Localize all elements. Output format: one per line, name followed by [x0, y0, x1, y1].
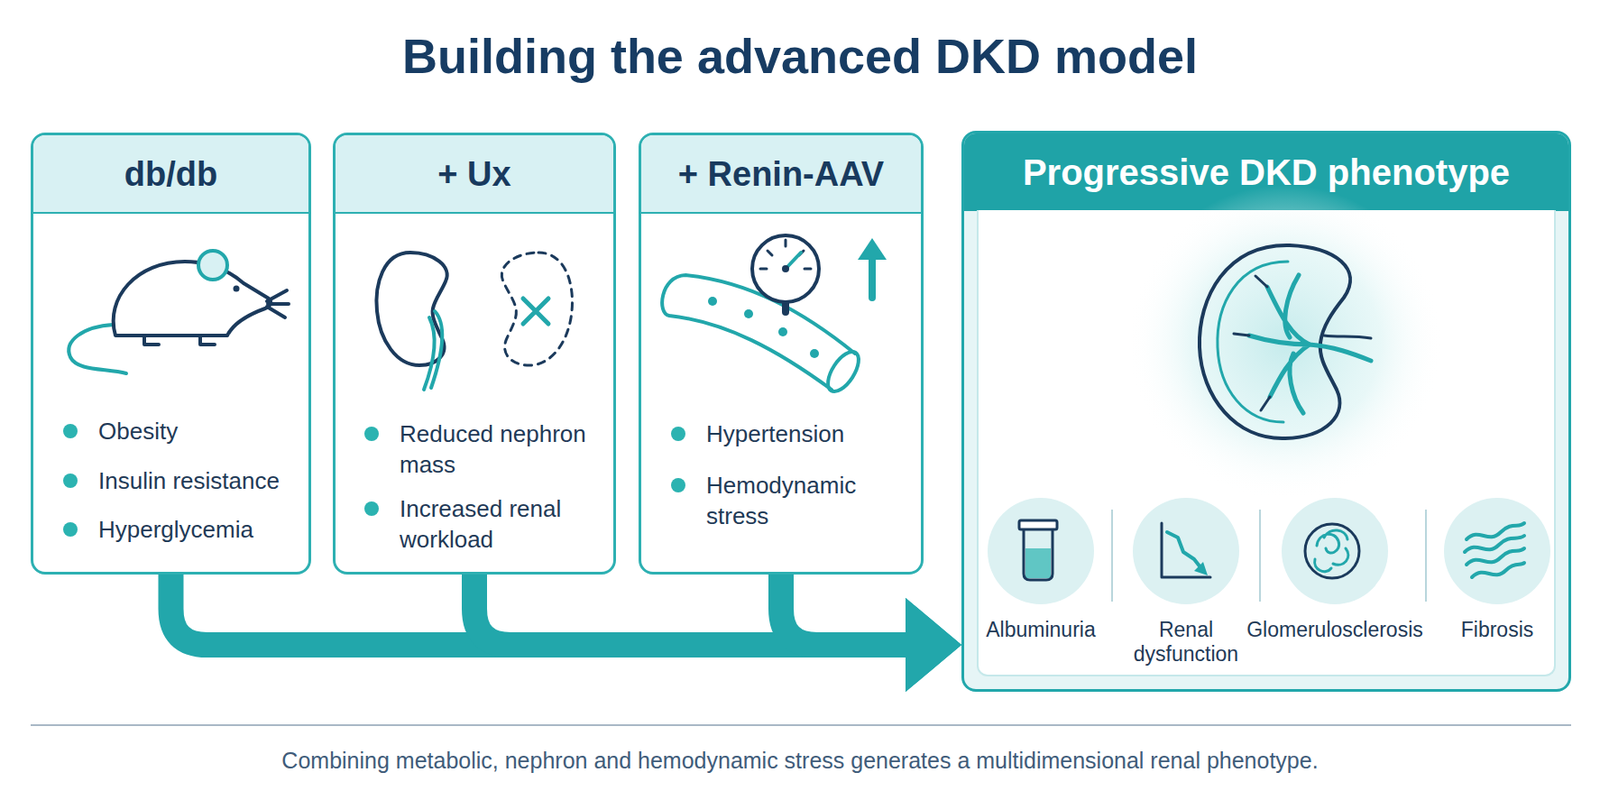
- bullet-dot: [671, 426, 686, 442]
- flow-connector: [781, 570, 962, 692]
- panel-header: Progressive DKD phenotype: [964, 133, 1569, 212]
- arrow-head: [905, 597, 962, 692]
- caption-rule: [30, 724, 1572, 727]
- bullet-text: Hypertension: [706, 418, 887, 450]
- bullet-text: Insulin resistance: [98, 465, 311, 497]
- panel-box: db/dbObesityInsulin resistanceHyperglyce…: [30, 132, 312, 575]
- connector-line: [171, 570, 911, 645]
- outcome-label: Glomerulosclerosis: [1240, 617, 1430, 643]
- outcome-label: Renal dysfunction: [1122, 617, 1250, 667]
- arrow-head: [905, 597, 962, 692]
- panel-header: db/db: [33, 135, 309, 214]
- bullet-text: Increased renal workload: [399, 493, 612, 555]
- outcome-item: Glomerulosclerosis: [1240, 497, 1430, 669]
- icon-circle: [1443, 497, 1551, 605]
- outcome-item: Renal dysfunction: [1122, 497, 1250, 669]
- icon-circle: [1132, 497, 1240, 605]
- panel-heading: db/db: [124, 154, 218, 194]
- outcome-label: Albuminuria: [973, 617, 1109, 643]
- panel-box: + Ux Reduced nephron massIncreased renal …: [332, 132, 617, 575]
- bullet-dot: [63, 473, 78, 488]
- bullet-text: Obesity: [98, 415, 311, 447]
- icon-circle: [1281, 497, 1389, 605]
- panel-header: + Ux: [335, 135, 614, 214]
- inner-card: [976, 210, 1556, 677]
- outcome-item: Fibrosis: [1429, 497, 1565, 669]
- panel-box: + Renin-AAV HypertensionHemodynamic stres…: [638, 132, 924, 575]
- connector-line: [781, 570, 910, 645]
- bullet-dot: [63, 522, 78, 537]
- bullet-dot: [364, 426, 379, 442]
- bullet-dot: [63, 423, 78, 439]
- panel-heading: + Ux: [437, 154, 511, 194]
- arrow-head: [905, 597, 962, 692]
- bullet-dot: [671, 478, 686, 493]
- panel-header: + Renin-AAV: [641, 135, 921, 214]
- panel-heading: + Renin-AAV: [678, 154, 884, 194]
- outcome-label: Fibrosis: [1429, 617, 1565, 643]
- bullet-text: Hemodynamic stress: [706, 469, 887, 532]
- flow-connector: [171, 570, 963, 692]
- panel-heading: Progressive DKD phenotype: [1022, 152, 1510, 193]
- outcome-item: Albuminuria: [973, 497, 1109, 669]
- bullet-text: Reduced nephron mass: [399, 418, 612, 480]
- diagram-caption: Combining metabolic, nephron and hemodyn…: [0, 746, 1600, 774]
- bullet-text: Hyperglycemia: [98, 514, 311, 545]
- flow-connector: [474, 570, 962, 692]
- icon-circle: [987, 497, 1095, 605]
- connector-line: [474, 570, 910, 645]
- diagram-title: Building the advanced DKD model: [0, 26, 1600, 86]
- panel-box: Progressive DKD phenotypeAlbuminuria Rena…: [961, 130, 1572, 692]
- bullet-dot: [364, 501, 379, 516]
